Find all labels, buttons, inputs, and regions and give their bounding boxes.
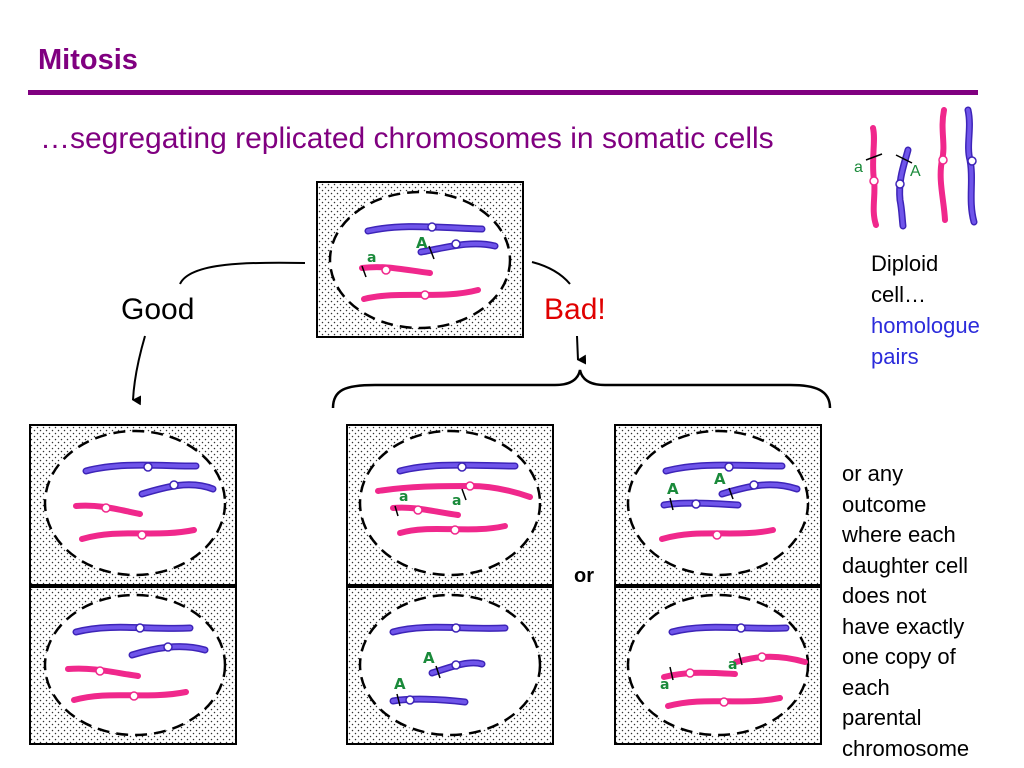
good-arrow xyxy=(132,335,146,406)
allele-label: a xyxy=(367,250,376,266)
outcome-line: one copy of xyxy=(842,644,956,669)
outcome-line: outcome xyxy=(842,491,927,517)
allele-label: A xyxy=(667,480,679,498)
homologue-pairs-illustration xyxy=(865,106,978,230)
outcome-line: or any xyxy=(842,461,904,486)
or-label: or xyxy=(574,565,594,587)
outcome-line: have exactly xyxy=(842,613,965,639)
diploid-legend: Diploid cell… homologue pairs xyxy=(871,248,980,372)
allele-label: a xyxy=(660,677,669,693)
outcome-line: where each xyxy=(842,522,956,547)
outcome-line: parental xyxy=(842,705,922,730)
bad-connector xyxy=(531,261,571,285)
allele-label: A xyxy=(416,234,428,252)
daughter-cell-good-top xyxy=(29,424,237,586)
daughter-cell-bad2-bottom xyxy=(614,586,822,745)
daughter-cell-bad1-bottom xyxy=(346,586,554,745)
parent-cell xyxy=(316,181,524,338)
chromatid-pink xyxy=(359,264,433,276)
slide-title: Mitosis xyxy=(38,44,138,76)
slide-subtitle: …segregating replicated chromosomes in s… xyxy=(40,122,774,155)
allele-label: A xyxy=(394,675,406,693)
title-divider xyxy=(28,90,978,95)
legend-line: pairs xyxy=(871,344,919,369)
good-connector xyxy=(179,261,306,285)
daughter-cell-bad2-top xyxy=(614,424,822,586)
legend-line: cell… xyxy=(871,282,927,307)
legend-line: homologue xyxy=(871,313,980,338)
outcome-line: does not xyxy=(842,583,927,608)
outcome-line: daughter cell xyxy=(842,552,968,578)
good-label: Good xyxy=(121,293,195,326)
bad-label: Bad! xyxy=(544,293,606,326)
allele-label: a xyxy=(728,657,737,673)
outcome-note: or any outcome where each daughter cell … xyxy=(842,459,1022,764)
legend-line: Diploid xyxy=(871,251,939,276)
allele-label: a xyxy=(399,489,408,505)
outcome-line: each xyxy=(842,674,890,700)
bad-arrow xyxy=(576,335,587,365)
bad-outcomes-brace xyxy=(331,369,832,409)
daughter-cell-bad1-top xyxy=(346,424,554,586)
daughter-cell-good-bottom xyxy=(29,586,237,745)
outcome-line: chromosome xyxy=(842,735,970,761)
allele-label: A xyxy=(423,649,435,667)
allele-label: a xyxy=(854,159,863,176)
allele-label: a xyxy=(452,493,461,509)
allele-label: A xyxy=(714,470,726,488)
allele-label: A xyxy=(910,163,921,180)
